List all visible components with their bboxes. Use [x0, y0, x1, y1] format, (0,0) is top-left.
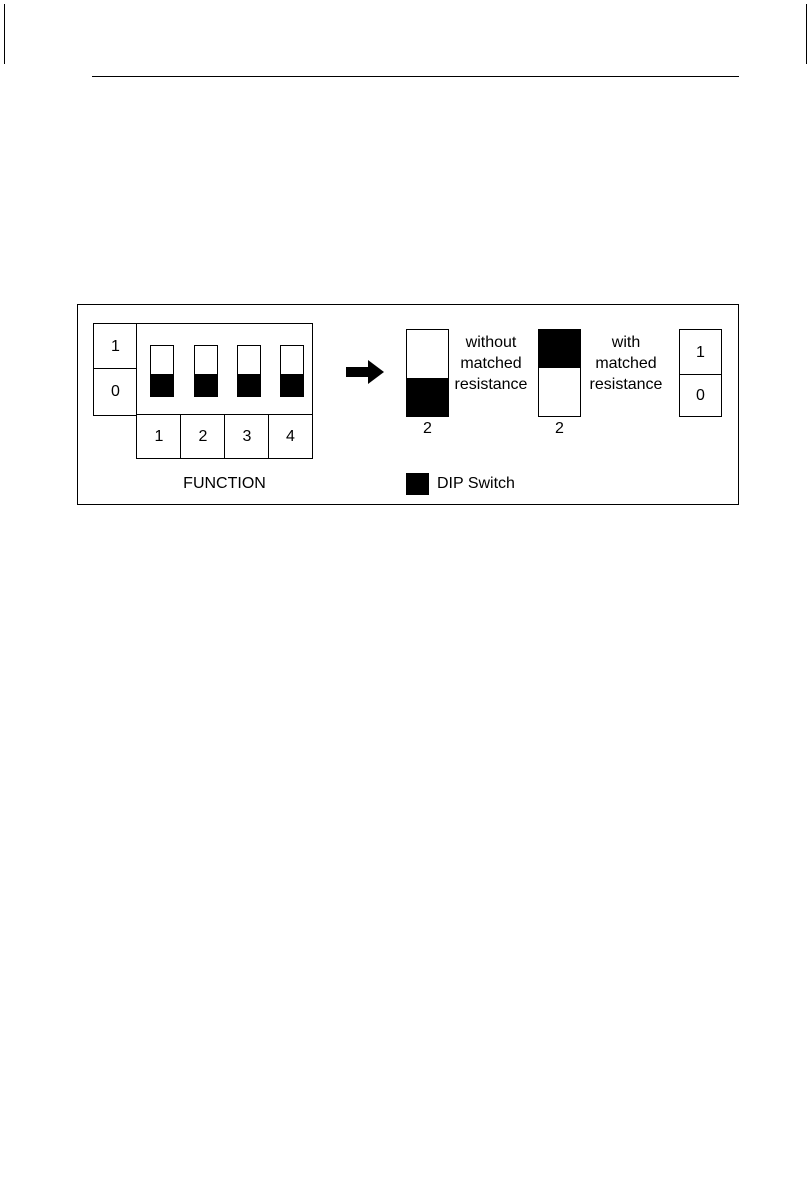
header-rule — [92, 76, 739, 77]
page-edge-line-right — [806, 4, 807, 64]
legend-swatch — [406, 473, 429, 495]
without-line: matched — [450, 353, 532, 374]
right-off-cell: 0 — [679, 374, 722, 417]
switch-number: 3 — [243, 428, 252, 446]
position-off-cell: 0 — [93, 368, 138, 416]
with-line: matched — [584, 353, 668, 374]
function-caption: FUNCTION — [136, 473, 313, 494]
right-on-cell: 1 — [679, 329, 722, 376]
legend-label: DIP Switch — [437, 473, 515, 494]
dip-switch-3 — [237, 345, 261, 397]
switch-with-number: 2 — [538, 418, 581, 439]
dip-switch-4 — [280, 345, 304, 397]
switch-with-resistance — [538, 329, 581, 417]
switch-number: 1 — [155, 428, 164, 446]
without-line: without — [450, 332, 532, 353]
with-line: resistance — [584, 374, 668, 395]
switch-number: 4 — [286, 428, 295, 446]
position-on-cell: 1 — [93, 323, 138, 370]
switch-number: 2 — [199, 428, 208, 446]
switch-number-cell: 3 — [224, 414, 270, 459]
position-on-label: 1 — [111, 338, 120, 356]
arrow-right-icon — [346, 360, 386, 384]
without-line: resistance — [450, 374, 532, 395]
switch-number-cell: 1 — [136, 414, 182, 459]
without-text: without matched resistance — [450, 332, 532, 395]
switch-housing — [136, 323, 313, 416]
position-off-label: 0 — [111, 383, 120, 401]
page-edge-line-left — [4, 4, 5, 64]
switch-number-cell: 4 — [268, 414, 313, 459]
with-line: with — [584, 332, 668, 353]
dip-switch-diagram: 1 0 1 2 3 4 FUNCTION 2 without matched r… — [77, 304, 739, 505]
switch-without-resistance — [406, 329, 449, 417]
right-on-label: 1 — [696, 344, 705, 362]
right-off-label: 0 — [696, 387, 705, 405]
switch-without-number: 2 — [406, 418, 449, 439]
switch-number-cell: 2 — [180, 414, 226, 459]
dip-switch-1 — [150, 345, 174, 397]
dip-switch-2 — [194, 345, 218, 397]
with-text: with matched resistance — [584, 332, 668, 395]
